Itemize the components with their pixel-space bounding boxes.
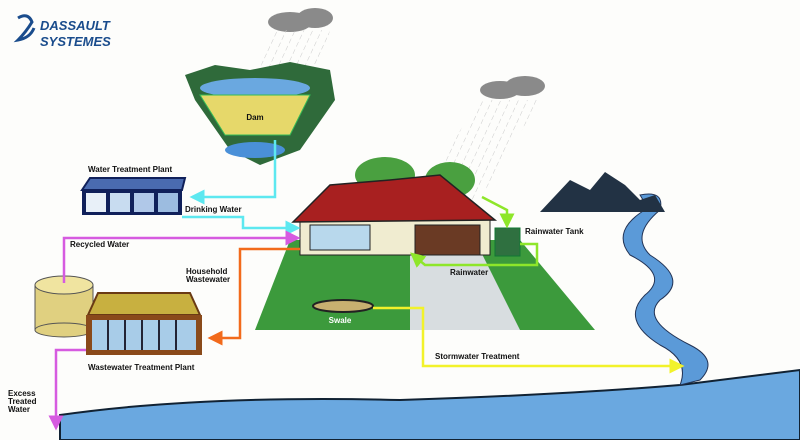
recycled-water-label: Recycled Water: [70, 240, 129, 249]
mountains: [540, 172, 665, 212]
svg-text:Rainwater Tank: Rainwater Tank: [525, 227, 584, 236]
household-wastewater-flow: [207, 247, 300, 346]
dassault-logo: DASSAULT SYSTEMES: [13, 14, 111, 49]
driveway: [410, 250, 520, 330]
swale: Swale: [312, 299, 374, 325]
stormwater-treatment-label: Stormwater Treatment: [435, 352, 520, 361]
household-wastewater-label: Household: [186, 267, 227, 276]
rainwater-flow: [410, 195, 539, 268]
clouds: [268, 8, 545, 99]
river: [622, 193, 709, 386]
svg-text:DASSAULT: DASSAULT: [40, 18, 111, 33]
household-wastewater-label: Wastewater: [186, 275, 230, 284]
recycled-water-flow: [48, 230, 301, 431]
svg-text:Swale: Swale: [329, 316, 352, 325]
svg-text:Dam: Dam: [246, 113, 263, 122]
svg-text:SYSTEMES: SYSTEMES: [40, 34, 111, 49]
dam: Dam: [185, 62, 335, 165]
drinking-water-flow: [182, 140, 301, 236]
sea: [59, 368, 800, 440]
excess-treated-water-label: Water: [8, 405, 30, 414]
rainwater-tank: Rainwater Tank: [494, 227, 584, 257]
svg-text:Wastewater Treatment Plant: Wastewater Treatment Plant: [88, 363, 195, 372]
rainwater-label: Rainwater: [450, 268, 488, 277]
wastewater-treatment-plant: Wastewater Treatment Plant: [86, 292, 202, 372]
house: [291, 157, 498, 256]
stormwater-flow: [373, 306, 685, 374]
water-treatment-plant: Water Treatment Plant: [80, 165, 187, 215]
svg-text:Water Treatment Plant: Water Treatment Plant: [88, 165, 173, 174]
drinking-water-label: Drinking Water: [185, 205, 242, 214]
excess-treated-water-label: Excess: [8, 389, 36, 398]
excess-treated-water-label: Treated: [8, 397, 37, 406]
recycled-water-tank: [34, 275, 94, 338]
